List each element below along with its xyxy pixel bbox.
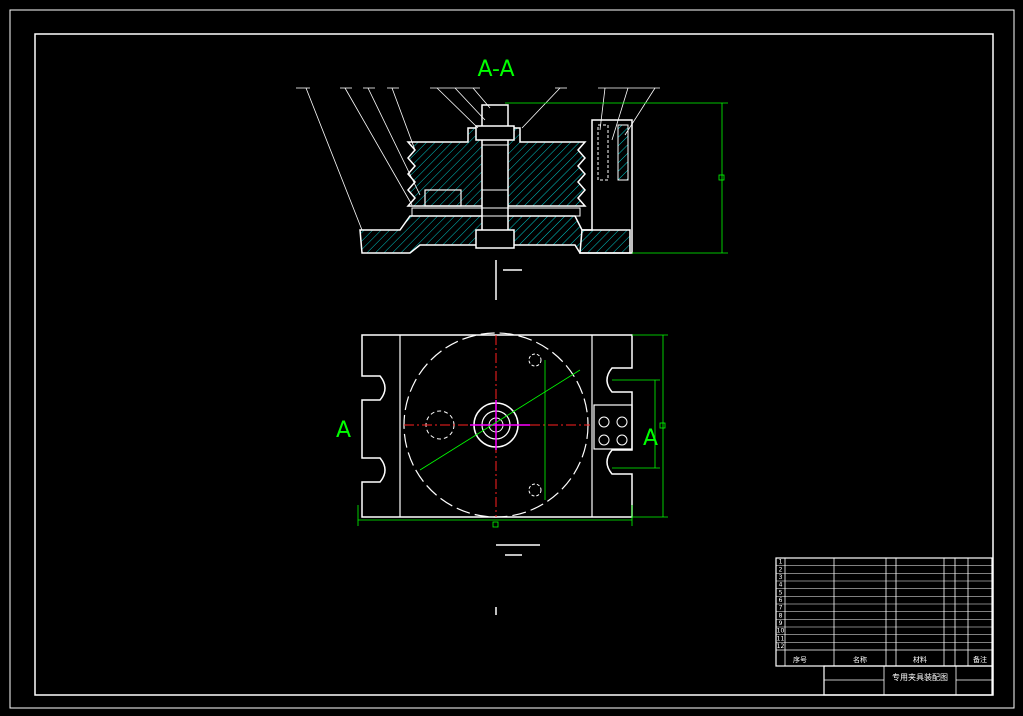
cut-symbol-bottom <box>495 544 540 615</box>
parts-row-index: 2 <box>779 566 783 573</box>
support-bracket <box>579 119 633 254</box>
height-dimension <box>505 102 728 254</box>
plan-view: A A <box>336 332 668 615</box>
screw-left <box>597 124 609 181</box>
section-view: A-A <box>296 57 728 300</box>
bolt-nut-top <box>475 125 515 141</box>
parts-row-index: 1 <box>779 559 783 566</box>
hidden-hole-top <box>528 353 542 367</box>
washer-plate <box>411 207 581 217</box>
parts-row-index: 5 <box>779 589 783 596</box>
title-box <box>823 665 993 696</box>
drawing-title: 专用夹具装配图 <box>892 672 948 682</box>
cut-symbol-top <box>495 260 522 300</box>
bracket-plan <box>593 404 633 450</box>
screw-right <box>617 124 629 181</box>
footer-label-no: 序号 <box>793 655 807 664</box>
center-lines <box>404 335 590 517</box>
plan-dimensions <box>357 334 668 528</box>
section-mark-right: A <box>643 426 658 451</box>
parts-row-index: 12 <box>777 643 785 650</box>
inner-frame <box>34 33 994 696</box>
footer-label-name: 名称 <box>853 655 867 664</box>
hidden-hole-bottom <box>528 483 542 497</box>
parts-row-index: 3 <box>779 574 783 581</box>
footer-label-material: 材料 <box>913 655 927 664</box>
section-mark-left: A <box>336 418 351 443</box>
bushing-left <box>424 189 462 207</box>
parts-row-index: 6 <box>779 597 783 604</box>
section-title: A-A <box>477 57 514 82</box>
bolt-nut-bottom <box>475 229 515 249</box>
locating-marker <box>470 400 530 450</box>
outer-frame <box>9 9 1015 709</box>
parts-row-index: 9 <box>779 620 783 627</box>
footer-label-remark: 备注 <box>973 655 987 664</box>
parts-row-index: 11 <box>777 635 785 642</box>
parts-row-index: 4 <box>779 582 783 589</box>
parts-row-index: 10 <box>777 628 785 635</box>
leader-lines <box>296 87 660 231</box>
parts-row-index: 7 <box>779 605 783 612</box>
parts-row-index: 8 <box>779 612 783 619</box>
